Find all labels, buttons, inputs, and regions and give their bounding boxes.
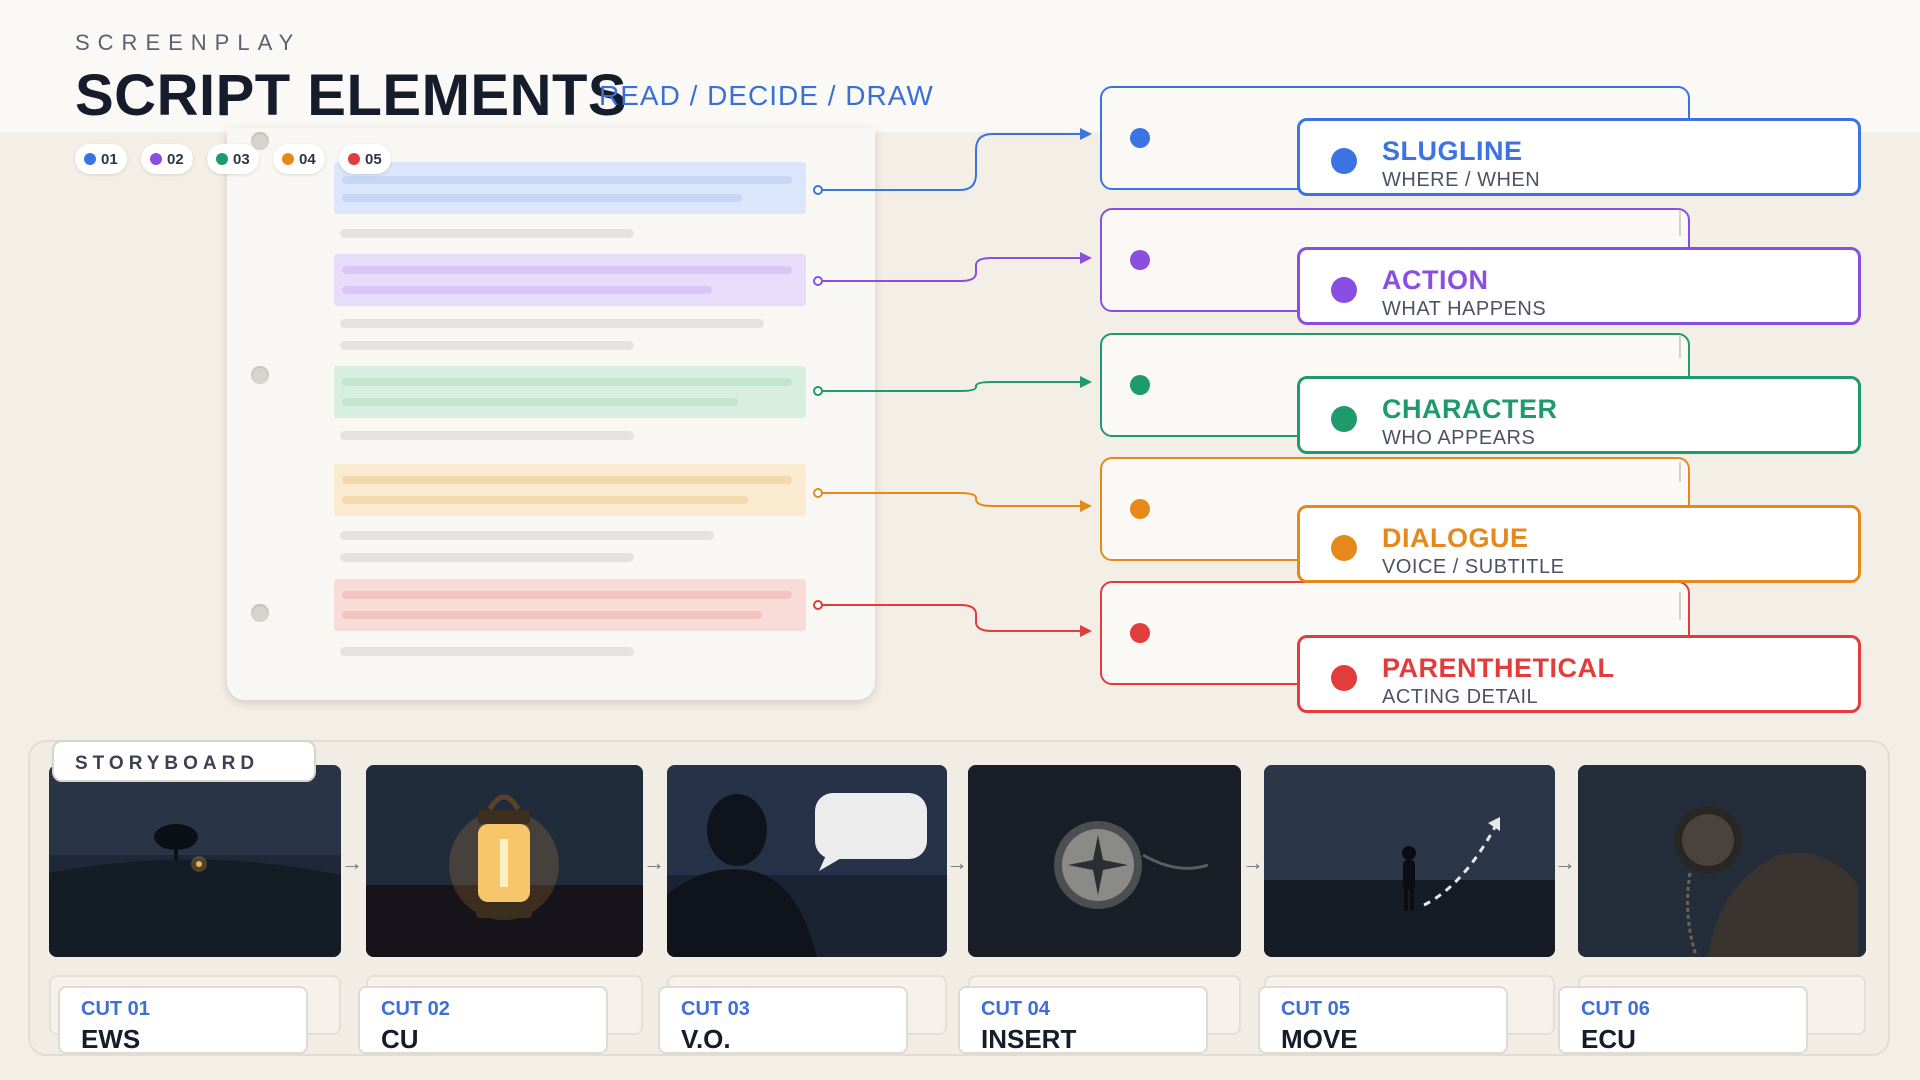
next-arrow-icon: → xyxy=(643,850,665,875)
script-block-action[interactable] xyxy=(334,254,806,306)
cut-card-04[interactable]: CUT 04 INSERT xyxy=(958,986,1208,1054)
element-description: VOICE / SUBTITLE xyxy=(1382,556,1565,578)
element-name: SLUGLINE xyxy=(1382,136,1523,166)
storyboard-frame-04[interactable] xyxy=(968,765,1241,957)
legend-chip-05: 05 xyxy=(339,144,391,174)
storyboard-label: STORYBOARD xyxy=(52,740,316,782)
legend-dot xyxy=(348,153,360,165)
legend-dot xyxy=(282,153,294,165)
element-description: WHERE / WHEN xyxy=(1382,169,1541,191)
cut-card-03[interactable]: CUT 03 V.O. xyxy=(658,986,908,1054)
legend-label: 02 xyxy=(167,150,184,168)
storyboard-frame-06[interactable] xyxy=(1578,765,1866,957)
cut-card-05[interactable]: CUT 05 MOVE xyxy=(1258,986,1508,1054)
tree-field-icon xyxy=(49,765,341,957)
status-dot xyxy=(1331,665,1357,691)
legend-label: 04 xyxy=(299,150,316,168)
legend-chip-02: 02 xyxy=(141,144,193,174)
script-text-line xyxy=(340,431,634,440)
storyboard-frame-02[interactable] xyxy=(366,765,643,957)
binder-hole xyxy=(251,604,269,622)
cut-card-06[interactable]: CUT 06 ECU xyxy=(1558,986,1808,1054)
status-dot xyxy=(1331,406,1357,432)
cut-card-01[interactable]: CUT 01 EWS xyxy=(58,986,308,1054)
binder-hole xyxy=(251,132,269,150)
legend-dot xyxy=(84,153,96,165)
shot-type: CU xyxy=(381,1024,419,1054)
cut-number: CUT 01 xyxy=(81,998,150,1020)
cut-number: CUT 02 xyxy=(381,998,450,1020)
cut-card-02[interactable]: CUT 02 CU xyxy=(358,986,608,1054)
script-text-line xyxy=(340,531,714,540)
legend-dot xyxy=(216,153,228,165)
element-card-dialogue[interactable]: DIALOGUE VOICE / SUBTITLE xyxy=(1297,505,1861,583)
legend-label: 01 xyxy=(101,150,118,168)
shot-type: INSERT xyxy=(981,1024,1077,1054)
binder-hole xyxy=(251,366,269,384)
element-card-slugline[interactable]: SLUGLINE WHERE / WHEN xyxy=(1297,118,1861,196)
eyebrow-label: SCREENPLAY xyxy=(75,30,302,55)
element-description: WHO APPEARS xyxy=(1382,427,1536,449)
status-dot xyxy=(1331,277,1357,303)
script-text-line xyxy=(340,647,634,656)
legend-chip-01: 01 xyxy=(75,144,127,174)
speech-bubble-icon xyxy=(667,765,947,957)
header: SCREENPLAY SCRIPT ELEMENTS READ / DECIDE… xyxy=(0,0,1920,132)
shot-type: ECU xyxy=(1581,1024,1636,1054)
next-arrow-icon: → xyxy=(341,850,363,875)
script-page xyxy=(227,128,875,700)
storyboard-frame-05[interactable] xyxy=(1264,765,1555,957)
next-arrow-icon: → xyxy=(946,850,968,875)
status-dot xyxy=(1331,148,1357,174)
compass-icon xyxy=(968,765,1241,957)
cut-number: CUT 04 xyxy=(981,998,1050,1020)
legend-chip-04: 04 xyxy=(273,144,325,174)
element-card-action[interactable]: ACTION WHAT HAPPENS xyxy=(1297,247,1861,325)
connector-lines xyxy=(813,128,1681,637)
next-arrow-icon: → xyxy=(1554,850,1576,875)
element-card-parenthetical[interactable]: PARENTHETICAL ACTING DETAIL xyxy=(1297,635,1861,713)
legend-chip-03: 03 xyxy=(207,144,259,174)
pocket-watch-icon xyxy=(1578,765,1866,957)
script-block-dialogue[interactable] xyxy=(334,464,806,516)
legend-dot xyxy=(150,153,162,165)
element-name: ACTION xyxy=(1382,265,1489,295)
element-description: ACTING DETAIL xyxy=(1382,686,1539,708)
cut-number: CUT 03 xyxy=(681,998,750,1020)
next-arrow-icon: → xyxy=(1242,850,1264,875)
walking-figure-icon xyxy=(1264,765,1555,957)
shot-type: EWS xyxy=(81,1024,141,1054)
script-block-character[interactable] xyxy=(334,366,806,418)
storyboard-frame-01[interactable] xyxy=(49,765,341,957)
script-block-slugline[interactable] xyxy=(334,162,806,214)
storyboard-frame-03[interactable] xyxy=(667,765,947,957)
legend-label: 03 xyxy=(233,150,250,168)
script-text-line xyxy=(340,229,634,238)
shot-type: V.O. xyxy=(681,1024,731,1054)
page-subtitle: READ / DECIDE / DRAW xyxy=(599,80,934,111)
element-name: CHARACTER xyxy=(1382,394,1558,424)
element-name: DIALOGUE xyxy=(1382,523,1529,553)
element-name: PARENTHETICAL xyxy=(1382,653,1615,683)
script-text-line xyxy=(340,319,764,328)
cut-number: CUT 05 xyxy=(1281,998,1350,1020)
element-card-character[interactable]: CHARACTER WHO APPEARS xyxy=(1297,376,1861,454)
script-text-line xyxy=(340,341,634,350)
cut-number: CUT 06 xyxy=(1581,998,1650,1020)
lantern-icon xyxy=(366,765,643,957)
shot-type: MOVE xyxy=(1281,1024,1358,1054)
legend-label: 05 xyxy=(365,150,382,168)
status-dot xyxy=(1331,535,1357,561)
page-title: SCRIPT ELEMENTS xyxy=(75,63,628,128)
script-block-parenthetical[interactable] xyxy=(334,579,806,631)
script-text-line xyxy=(340,553,634,562)
element-description: WHAT HAPPENS xyxy=(1382,298,1547,320)
